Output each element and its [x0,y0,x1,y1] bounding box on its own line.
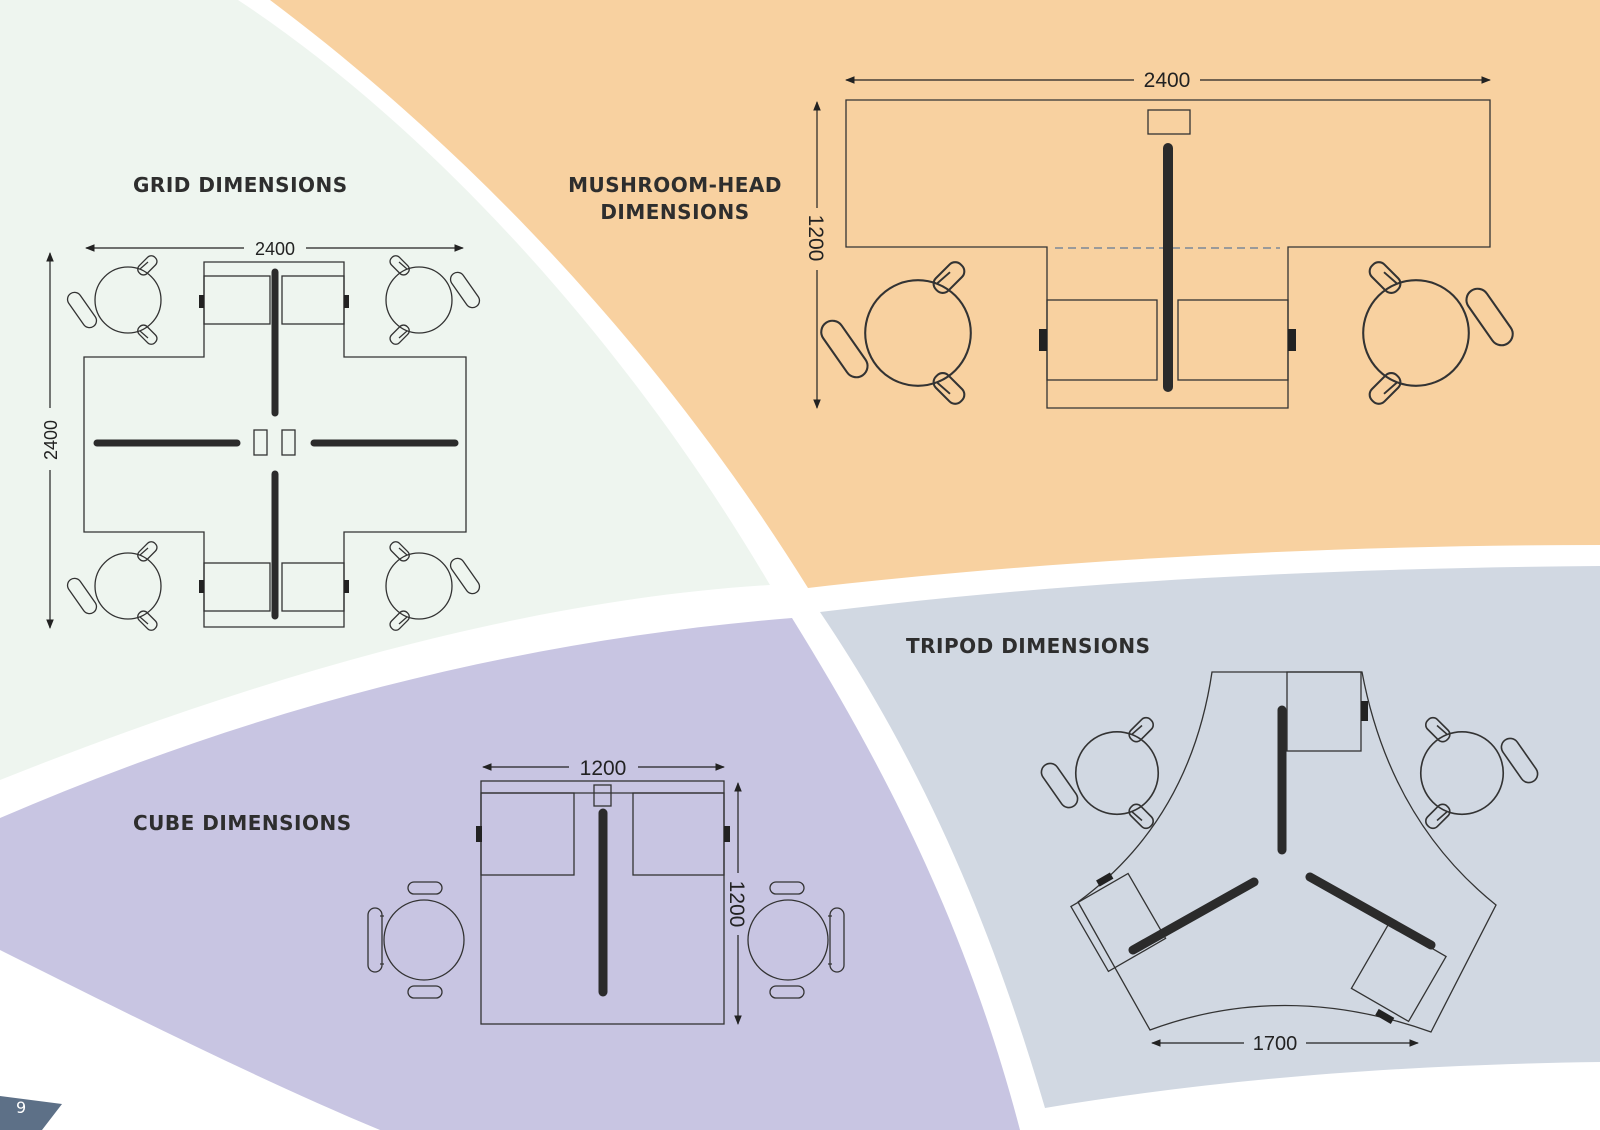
tripod-fixing [1096,872,1114,887]
mushroom-width-label: 2400 [1144,69,1191,92]
tripod-pedestal [1070,872,1167,973]
page-number: 9 [16,1098,27,1117]
page-number-tab [0,1096,62,1130]
cube-depth-label: 1200 [725,881,748,928]
grid-desk-outline [83,261,467,628]
cube-heading: CUBE DIMENSIONS [133,811,352,835]
tripod-plan [1037,671,1542,1033]
grid-depth-label: 2400 [41,420,61,460]
mushroom-heading-line1: MUSHROOM-HEAD [568,173,782,197]
cube-fixing [476,826,482,842]
cube-cable-port [593,784,612,807]
grid-cable-port [253,429,268,456]
tripod-desk-outline [1077,671,1497,1033]
cube-fixing [724,826,730,842]
tripod-zone [820,566,1600,1108]
tripod-partitions [1128,705,1436,955]
grid-zone [0,0,770,780]
mushroom-cable-port [1147,109,1191,135]
tripod-partition [1305,872,1436,950]
cube-zone [0,618,1020,1130]
grid-width-label: 2400 [255,239,295,259]
mushroom-fixing [1288,329,1296,351]
cube-desk-outline [480,780,725,1025]
grid-fixing [199,580,204,593]
mushroom-fixing [1039,329,1047,351]
cube-width-label: 1200 [580,757,627,780]
grid-cable-port [281,429,296,456]
tripod-fixing [1375,1008,1395,1024]
grid-partitions [93,268,459,620]
tripod-partition [1128,877,1259,955]
tripod-heading: TRIPOD DIMENSIONS [906,634,1151,658]
mushroom-heading-line2: DIMENSIONS [600,200,750,224]
tripod-width-label: 1700 [1253,1033,1298,1055]
mushroom-heading: MUSHROOM-HEAD DIMENSIONS [560,172,790,226]
mushroom-depth-label: 1200 [804,215,827,262]
grid-heading: GRID DIMENSIONS [133,173,348,197]
tripod-fixing [1361,701,1368,721]
mushroom-desk-outline [845,99,1491,409]
mushroom-zone [270,0,1600,588]
grid-fixing [344,295,349,308]
grid-fixing [199,295,204,308]
grid-fixing [344,580,349,593]
